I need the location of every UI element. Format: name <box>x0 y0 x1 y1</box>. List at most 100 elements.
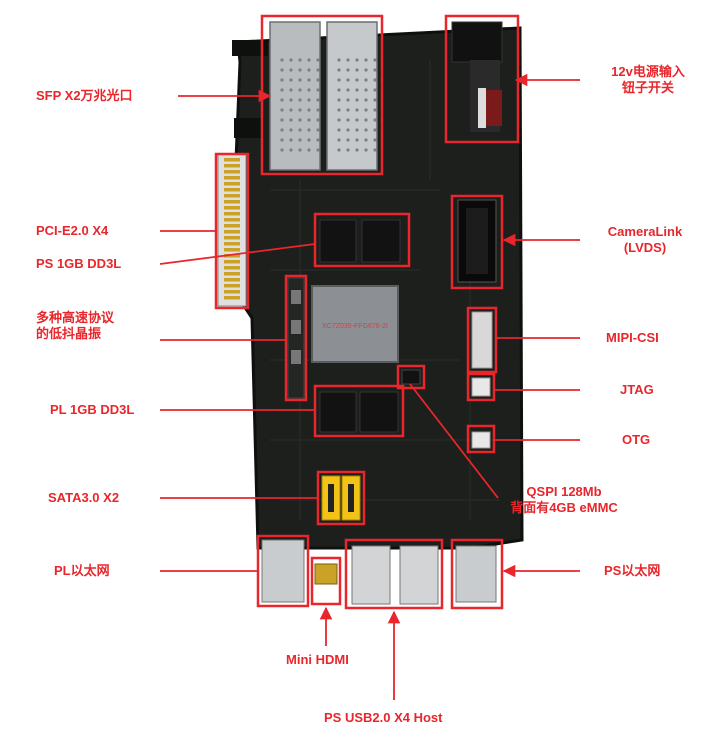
sfp-vent-hole <box>364 138 368 142</box>
sfp-vent-hole <box>373 108 377 112</box>
label-mipi: MIPI-CSI <box>606 330 659 345</box>
gold-finger <box>224 236 240 240</box>
label-jtag: JTAG <box>620 382 654 397</box>
pcie-edge-connector <box>217 153 247 307</box>
sfp-vent-hole <box>355 108 359 112</box>
sfp-vent-hole <box>373 88 377 92</box>
label-power-line1: 12v电源输入 <box>611 64 685 79</box>
sfp-vent-hole <box>346 128 350 132</box>
sfp-vent-hole <box>355 78 359 82</box>
sfp-vent-hole <box>355 138 359 142</box>
gold-finger <box>224 260 240 264</box>
gold-finger <box>224 164 240 168</box>
sfp-vent-hole <box>337 98 341 102</box>
gold-finger <box>224 182 240 186</box>
pl-ddr-chips <box>319 391 399 433</box>
sfp-vent-hole <box>346 78 350 82</box>
sfp-vent-hole <box>337 138 341 142</box>
sfp-cage-1 <box>269 21 321 171</box>
sfp-cage-2 <box>326 21 378 171</box>
gold-finger <box>224 290 240 294</box>
box-mipi <box>466 306 498 374</box>
sfp-vent-hole <box>298 118 302 122</box>
box-qspi <box>396 364 426 390</box>
sfp-vent-hole <box>298 138 302 142</box>
sfp-vent-hole <box>316 128 320 132</box>
sfp-vent-hole <box>289 128 293 132</box>
sfp-vent-hole <box>316 88 320 92</box>
sfp-vent-hole <box>307 118 311 122</box>
label-qspi: QSPI 128Mb 背面有4GB eMMC <box>494 484 634 516</box>
sfp-vent-hole <box>373 78 377 82</box>
sfp-vent-hole <box>346 88 350 92</box>
sfp-vent-hole <box>298 108 302 112</box>
gold-finger <box>224 188 240 192</box>
sfp-vent-hole <box>298 88 302 92</box>
sfp-vent-hole <box>337 58 341 62</box>
sfp-vent-hole <box>346 68 350 72</box>
sfp-vent-hole <box>307 148 311 152</box>
sfp-vent-hole <box>316 98 320 102</box>
label-mini-hdmi: Mini HDMI <box>286 652 349 667</box>
sfp-vent-hole <box>280 78 284 82</box>
label-cameralink-line2: (LVDS) <box>623 240 667 255</box>
sfp-vent-hole <box>307 68 311 72</box>
ps-ethernet-port <box>455 545 497 603</box>
gold-finger <box>224 176 240 180</box>
sfp-vent-hole <box>280 58 284 62</box>
sfp-vent-hole <box>316 148 320 152</box>
sfp-vent-hole <box>346 58 350 62</box>
label-otg: OTG <box>622 432 651 447</box>
gold-finger <box>224 248 240 252</box>
sfp-vent-hole <box>307 128 311 132</box>
sfp-vent-hole <box>337 118 341 122</box>
sfp-vent-hole <box>289 78 293 82</box>
sfp-vent-hole <box>280 108 284 112</box>
power-connector <box>451 21 503 132</box>
box-oscillator <box>284 274 308 402</box>
gold-finger <box>224 284 240 288</box>
sfp-vent-hole <box>289 88 293 92</box>
sfp-vent-hole <box>280 118 284 122</box>
gold-finger <box>224 272 240 276</box>
box-jtag <box>466 372 496 402</box>
box-mini-hdmi <box>310 556 342 606</box>
sfp-vent-hole <box>307 138 311 142</box>
sfp-vent-hole <box>346 108 350 112</box>
label-power: 12v电源输入 钮子开关 <box>588 64 708 96</box>
sfp-vent-hole <box>298 148 302 152</box>
qspi-chip <box>401 369 421 385</box>
sfp-vent-hole <box>307 78 311 82</box>
gold-finger <box>224 296 240 300</box>
gold-finger <box>224 242 240 246</box>
sfp-vent-hole <box>355 118 359 122</box>
sfp-vent-hole <box>307 58 311 62</box>
sfp-cages <box>269 21 378 171</box>
sfp-vent-hole <box>280 128 284 132</box>
label-qspi-line1: QSPI 128Mb <box>526 484 602 499</box>
label-oscillator-line2: 的低抖晶振 <box>36 326 102 341</box>
sfp-vent-hole <box>298 58 302 62</box>
fpga-marking: XC7Z035-FFG676-2I <box>322 323 388 330</box>
box-pl-ddr <box>313 384 405 438</box>
sata-connectors <box>321 475 361 521</box>
usb-port-1 <box>351 545 391 605</box>
sfp-vent-hole <box>373 68 377 72</box>
board-bracket-lower <box>234 118 264 138</box>
gold-finger <box>224 194 240 198</box>
sfp-vent-hole <box>307 98 311 102</box>
gold-finger <box>224 212 240 216</box>
mini-hdmi-port <box>314 563 338 585</box>
sfp-vent-hole <box>355 58 359 62</box>
sfp-vent-hole <box>364 118 368 122</box>
mipi-connector <box>471 311 493 369</box>
sfp-vent-hole <box>364 68 368 72</box>
highlight-boxes <box>214 14 520 610</box>
sfp-vent-hole <box>280 138 284 142</box>
jtag-connector <box>471 377 491 397</box>
sfp-vent-hole <box>316 118 320 122</box>
gold-finger <box>224 206 240 210</box>
box-otg <box>466 424 496 454</box>
